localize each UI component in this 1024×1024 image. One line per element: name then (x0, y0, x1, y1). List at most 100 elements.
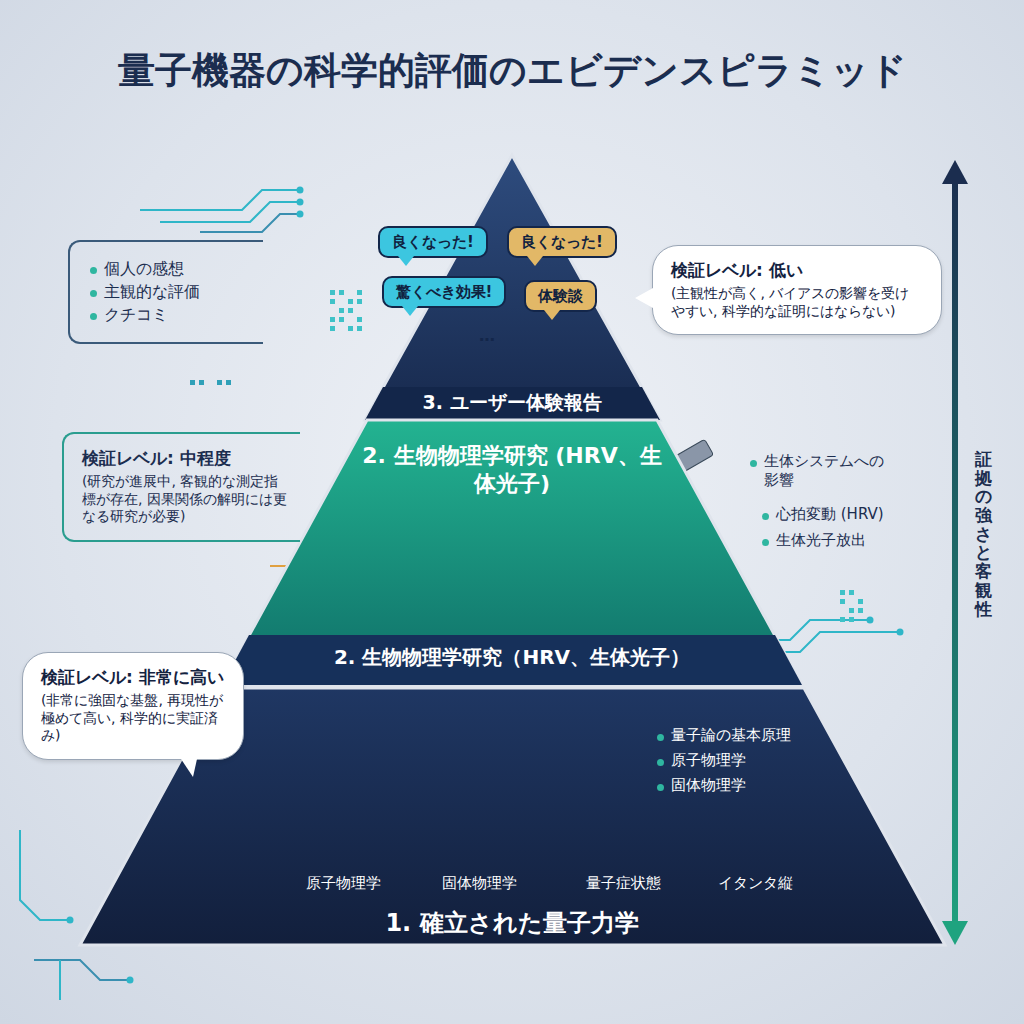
icon-label: 原子物理学 (283, 874, 403, 893)
list-item: 量子論の基本原理 (655, 726, 875, 745)
arrow-head (942, 921, 968, 945)
circuit-node (67, 917, 74, 924)
dot-grid (217, 380, 222, 385)
dot-grid (840, 599, 845, 604)
text-slot: 量子論の基本原理 (655, 726, 875, 745)
dot-grid (348, 326, 353, 331)
circuit-node (897, 629, 904, 636)
callout-body: (主観性が高く, バイアスの影響を受けやすい, 科学的な証明にはならない) (671, 285, 923, 320)
icon-label: イタンタ縦 (695, 874, 815, 893)
circuit-node (297, 199, 304, 206)
tier-fill (365, 155, 660, 420)
list-item: 生体光子放出 (760, 531, 920, 550)
circuit-node (127, 977, 134, 984)
callout-heading: 検証レベル: 低い (671, 260, 923, 281)
bubble-text: 良くなった! (392, 233, 474, 252)
speech-bubble: 驚くべき効果! (382, 276, 507, 309)
circuit-node (867, 617, 874, 624)
circuit-line (59, 960, 61, 1000)
label-slot: 証拠の強さと客観性 (975, 450, 995, 618)
dot-grid (226, 380, 231, 385)
tier-band (365, 387, 660, 420)
bubble-text: 体験談 (538, 287, 583, 306)
pyramid-tier: 3. ユーザー体験報告 良くなった! 良くなった! 驚くべき効果! 体験談 (365, 155, 660, 420)
tier-heading: 2. 生物物理学研究 (HRV、生体光子) (362, 442, 662, 497)
callout-heading: 検証レベル: 中程度 (82, 448, 288, 469)
dot-grid (357, 299, 362, 304)
bubble-text: 良くなった! (521, 233, 603, 252)
scale-arrow (952, 178, 958, 927)
text-slot: 原子物理学 (283, 874, 403, 893)
pyramid-tier: 2. 生物物理学研究 (HRV、生体光子) 2. 生物物理学研究（HRV、生体光子… (222, 420, 802, 685)
tier-label: 1. 確立された量子力学 (262, 908, 762, 938)
list-item: 個人の感想 (88, 259, 251, 279)
dot-grid (840, 617, 845, 622)
list-item: 主観的な評価 (88, 282, 251, 302)
dot-grid (357, 317, 362, 322)
text-slot: 2. 生物物理学研究（HRV、生体光子） (262, 645, 762, 670)
circuit-node (297, 187, 304, 194)
title-slot: 量子機器の科学的評価のエビデンスピラミッド (0, 48, 1024, 94)
list-item: クチコミ (88, 305, 251, 325)
text-slot: 固体物理学 (419, 874, 539, 893)
callout-heading: 検証レベル: 非常に高い (41, 667, 225, 688)
circuit-line (140, 190, 300, 210)
callout-body: (研究が進展中, 客観的な測定指標が存在, 因果関係の解明には更なる研究が必要) (82, 473, 288, 526)
bracket-list: 個人の感想主観的な評価クチコミ (68, 240, 263, 344)
circuit-line (200, 214, 300, 232)
dot-grid (357, 290, 362, 295)
ellipsis: … (467, 326, 507, 346)
text-slot: 1. 確立された量子力学 (262, 908, 762, 938)
tier-label: 3. ユーザー体験報告 (377, 391, 647, 415)
circuit-line (20, 830, 70, 920)
dot-grid (849, 608, 854, 613)
dot-grid (330, 326, 335, 331)
callout-body: (非常に強固な基盤, 再現性が極めて高い, 科学的に実証済み) (41, 692, 225, 745)
list-item: 固体物理学 (655, 776, 875, 795)
label-slot: 心拍変動 (HRV) (760, 505, 920, 524)
text-slot: 2. 生物物理学研究 (HRV、生体光子) (362, 442, 662, 497)
dot-grid (330, 290, 335, 295)
label-slot: … (467, 326, 507, 346)
dot-grid (849, 590, 854, 595)
callout-bubble: 検証レベル: 非常に高い (非常に強固な基盤, 再現性が極めて高い, 科学的に実証… (22, 652, 244, 760)
text-slot: 3. ユーザー体験報告 (377, 391, 647, 415)
dot-grid (339, 317, 344, 322)
speech-bubble: 良くなった! (378, 226, 488, 259)
title: 量子機器の科学的評価のエビデンスピラミッド (0, 48, 1024, 94)
tier-label: 2. 生物物理学研究（HRV、生体光子） (262, 645, 762, 670)
text-slot: 原子物理学 (655, 751, 875, 770)
list-item: 心拍変動 (HRV) (760, 505, 920, 524)
text-slot: イタンタ縦 (695, 874, 815, 893)
dot-grid (357, 326, 362, 331)
circuit-node (297, 211, 304, 218)
circuit-line (160, 202, 300, 222)
tier-fill (222, 420, 802, 685)
label-slot: 生体光子放出 (760, 531, 920, 550)
dot-grid (858, 608, 863, 613)
dot-grid (339, 308, 344, 313)
text-slot: 量子症状態 (563, 874, 683, 893)
tier-band (222, 635, 802, 685)
speech-bubble: 良くなった! (507, 226, 617, 259)
dot-grid (840, 590, 845, 595)
icon-label: 量子症状態 (563, 874, 683, 893)
dot-grid (339, 290, 344, 295)
arrow-head (942, 160, 968, 184)
dot-grid (330, 299, 335, 304)
bubble-text: 驚くべき効果! (396, 283, 493, 302)
icon-label: 固体物理学 (419, 874, 539, 893)
speech-bubble: 体験談 (524, 280, 597, 313)
text-slot: 固体物理学 (655, 776, 875, 795)
callout-bubble: 検証レベル: 低い (主観性が高く, バイアスの影響を受けやすい, 科学的な証明に… (652, 245, 942, 335)
label-slot: 生体システムへの影響 (748, 452, 898, 490)
list-item: 生体システムへの影響 (748, 452, 898, 490)
dot-grid (348, 299, 353, 304)
dot-grid (858, 599, 863, 604)
dot-grid (348, 308, 353, 313)
dot-grid (190, 380, 195, 385)
axis-label: 証拠の強さと客観性 (975, 450, 992, 618)
dot-grid (199, 380, 204, 385)
circuit-line (34, 960, 130, 980)
